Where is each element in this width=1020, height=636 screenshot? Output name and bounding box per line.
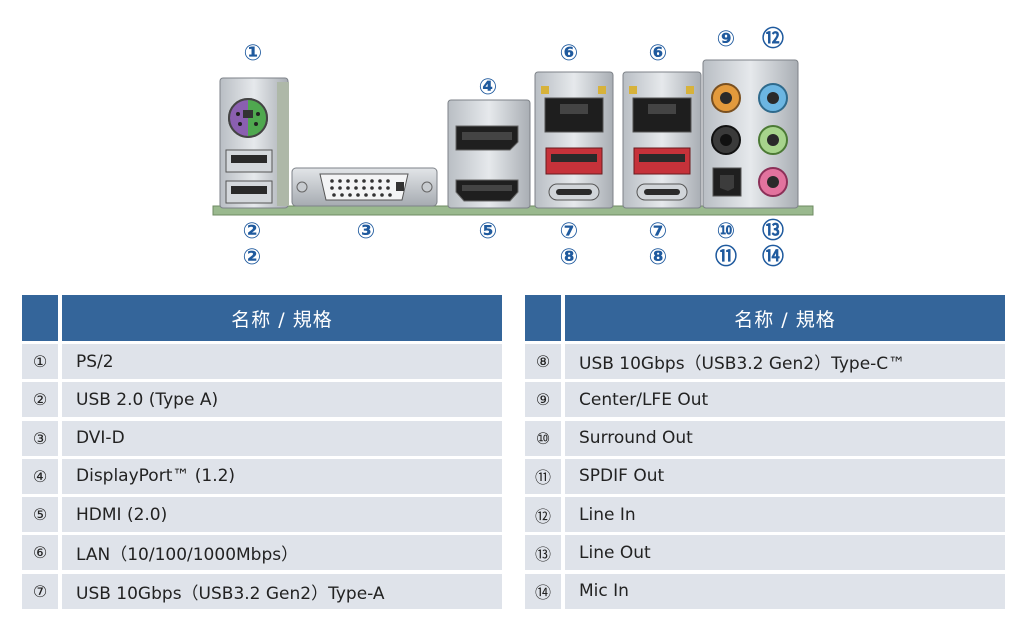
header-title: 名称 / 規格 xyxy=(62,295,502,341)
row-label: Mic In xyxy=(565,573,1005,609)
row-label: HDMI (2.0) xyxy=(62,497,502,533)
row-label: USB 2.0 (Type A) xyxy=(62,382,502,418)
callout-12: ⑫ xyxy=(762,26,784,52)
row-number: ⑨ xyxy=(525,382,561,418)
row-number: ④ xyxy=(22,458,58,494)
ps2-usb-stack xyxy=(219,77,289,209)
header-title: 名称 / 規格 xyxy=(565,295,1005,341)
callout-11: ⑪ xyxy=(715,244,737,270)
row-label: Line In xyxy=(565,497,1005,533)
header-number-cell xyxy=(22,295,58,341)
row-label: Surround Out xyxy=(565,420,1005,456)
callout-5: ⑤ xyxy=(479,219,498,244)
row-number: ⑬ xyxy=(525,535,561,571)
row-number: ① xyxy=(22,344,58,379)
row-number: ② xyxy=(22,382,58,418)
callout-13: ⑬ xyxy=(762,218,784,244)
lan-usb-stack-2 xyxy=(622,71,702,209)
row-label: LAN（10/100/1000Mbps） xyxy=(62,535,502,571)
callout-7a: ⑦ xyxy=(560,219,579,244)
row-label: Line Out xyxy=(565,535,1005,571)
row-number: ⑫ xyxy=(525,497,561,533)
row-number: ⑩ xyxy=(525,420,561,456)
row-number: ⑦ xyxy=(22,573,58,609)
row-number: ⑭ xyxy=(525,573,561,609)
callout-8b: ⑧ xyxy=(649,245,668,270)
row-label: Center/LFE Out xyxy=(565,382,1005,418)
callout-2b: ② xyxy=(243,245,262,270)
row-label: PS/2 xyxy=(62,344,502,379)
row-label: USB 10Gbps（USB3.2 Gen2）Type-C™ xyxy=(565,344,1005,379)
callout-6b: ⑥ xyxy=(649,41,668,66)
callout-9: ⑨ xyxy=(717,27,736,52)
callout-3: ③ xyxy=(357,219,376,244)
callout-8a: ⑧ xyxy=(560,245,579,270)
lan-port-2 xyxy=(632,97,692,133)
row-number: ⑤ xyxy=(22,497,58,533)
row-label: DVI-D xyxy=(62,420,502,456)
row-number: ⑪ xyxy=(525,458,561,494)
header-number-cell xyxy=(525,295,561,341)
table-header: 名称 / 規格 xyxy=(525,295,1005,341)
lan-port-1 xyxy=(544,97,604,133)
table-header: 名称 / 規格 xyxy=(22,295,502,341)
audio-stack xyxy=(702,59,799,209)
dvi-port xyxy=(291,167,438,207)
callout-1: ① xyxy=(244,41,263,66)
row-label: DisplayPort™ (1.2) xyxy=(62,458,502,494)
row-label: USB 10Gbps（USB3.2 Gen2）Type-A xyxy=(62,573,502,609)
callout-10: ⑩ xyxy=(717,219,736,244)
io-panel-illustration: ① ② ② ③ ④ ⑤ ⑥ ⑥ ⑦ ⑦ ⑧ ⑧ ⑨ ⑫ ⑩ ⑪ ⑬ ⑭ xyxy=(212,26,814,270)
row-number: ⑧ xyxy=(525,344,561,379)
callout-14: ⑭ xyxy=(762,244,784,270)
callout-6a: ⑥ xyxy=(560,41,579,66)
row-label: SPDIF Out xyxy=(565,458,1005,494)
row-number: ⑥ xyxy=(22,535,58,571)
dp-hdmi-stack xyxy=(447,99,531,209)
callout-7b: ⑦ xyxy=(649,219,668,244)
row-number: ③ xyxy=(22,420,58,456)
callout-4: ④ xyxy=(479,75,498,100)
callout-2a: ② xyxy=(243,219,262,244)
lan-usb-stack-1 xyxy=(534,71,614,209)
